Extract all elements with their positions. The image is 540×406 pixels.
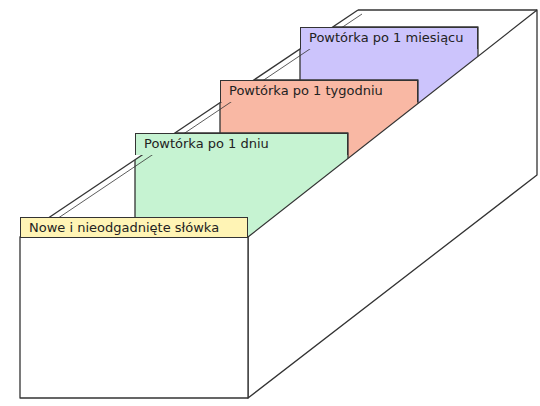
card-label-text: Powtórka po 1 dniu bbox=[144, 135, 339, 153]
back-rim bbox=[358, 9, 537, 10]
front-face bbox=[20, 237, 248, 398]
month-card-label: Powtórka po 1 miesiącu bbox=[300, 27, 478, 49]
day-card-label: Powtórka po 1 dniu bbox=[135, 133, 348, 155]
right-face bbox=[248, 10, 537, 398]
new-words-label: Nowe i nieodgadnięte słówka bbox=[20, 217, 248, 238]
card-label-text: Powtórka po 1 miesiącu bbox=[309, 29, 469, 47]
week-card-label: Powtórka po 1 tygodniu bbox=[220, 80, 418, 102]
card-label-text: Nowe i nieodgadnięte słówka bbox=[29, 219, 239, 237]
card-label-text: Powtórka po 1 tygodniu bbox=[229, 82, 409, 100]
